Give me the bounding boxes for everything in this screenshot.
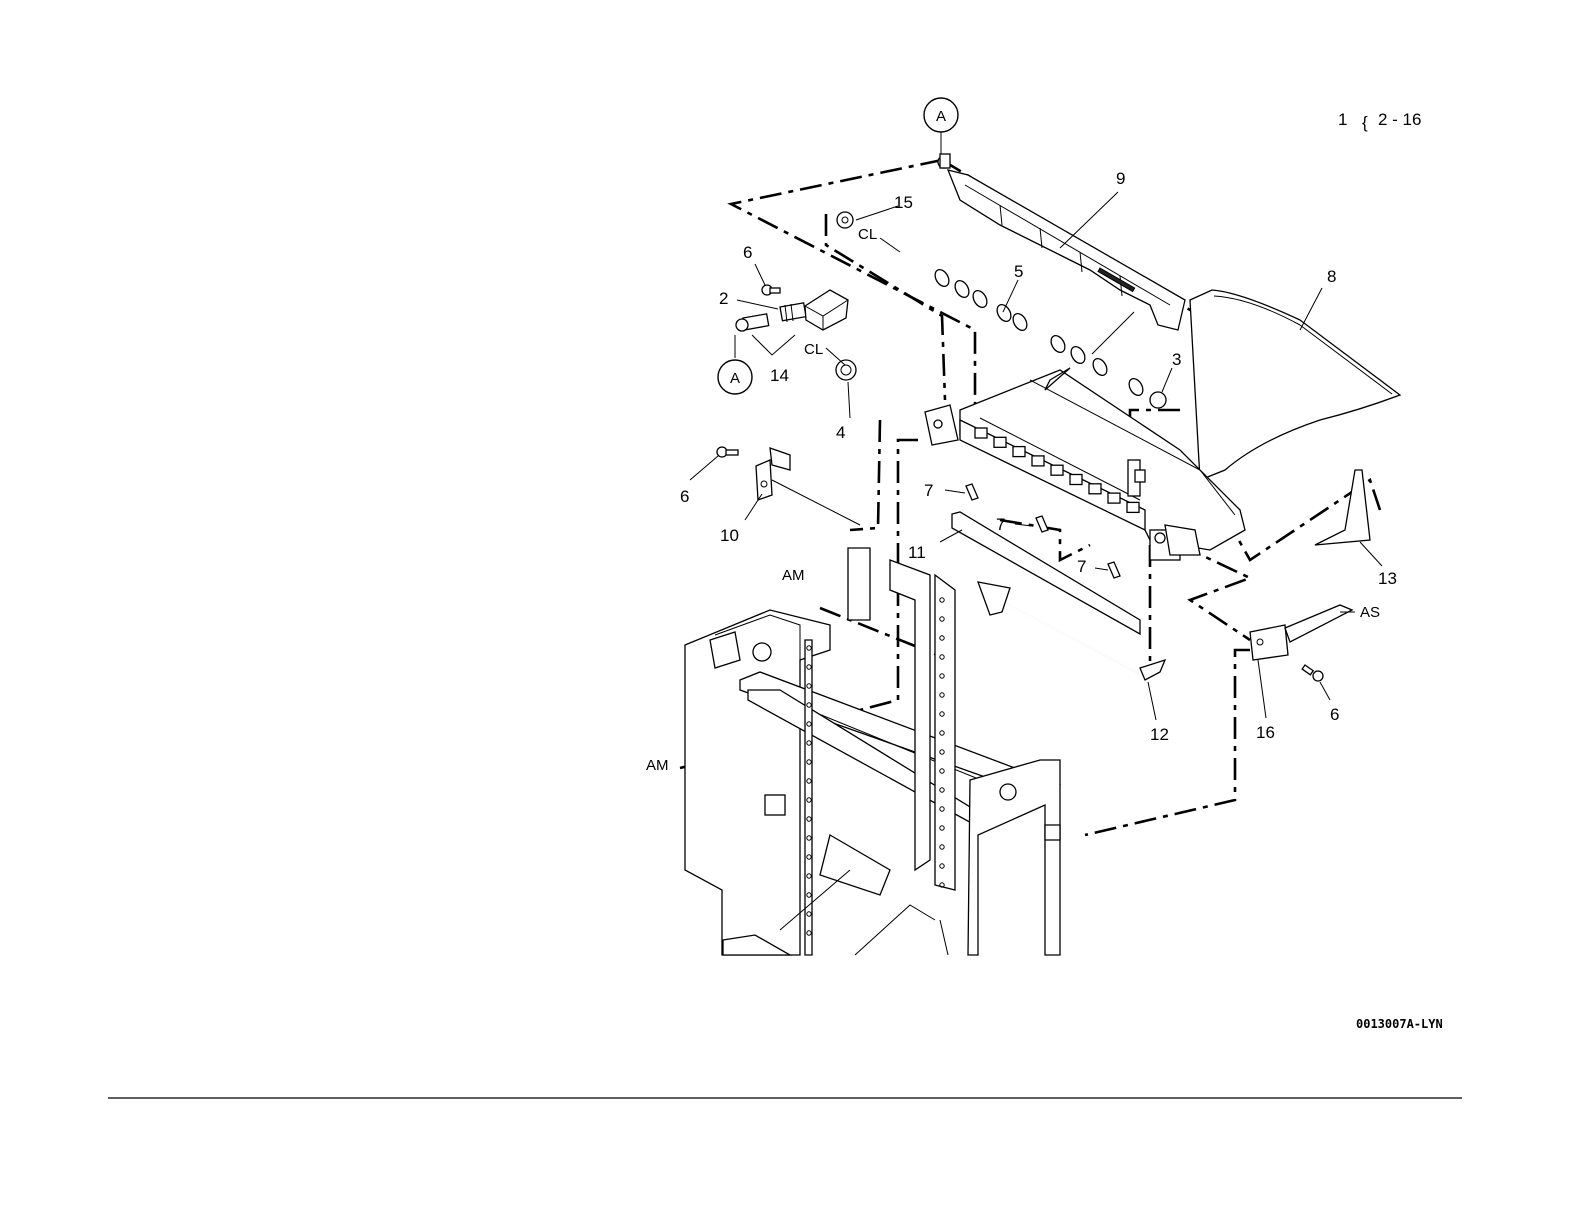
chute-slot [1089,484,1101,494]
part-range-header: 1 { 2 - 16 [1338,110,1421,132]
drive-assembly-part-14 [736,290,848,331]
callout-15: 15 [894,193,913,212]
chute-slot [975,428,987,438]
bracket-part-16 [1250,605,1352,681]
callout-7c: 7 [1077,557,1086,576]
figure-id: 0013007A-LYN [1356,1017,1443,1031]
callout-14: 14 [770,366,789,385]
callout-6a: 6 [743,243,752,262]
finisher-frame [685,548,1060,955]
gear-part-4 [836,360,856,380]
mark-cl-top: CL [858,226,877,243]
roller [932,267,951,289]
callout-6c: 6 [1330,705,1339,724]
mark-as: AS [1360,604,1380,621]
upper-baffle-part-9 [938,154,1185,330]
callout-2: 2 [719,289,728,308]
callout-7a: 7 [924,481,933,500]
range-brace: { [1362,113,1368,132]
callout-4: 4 [836,423,845,442]
callout-12: 12 [1150,725,1169,744]
range-end: 2 - 16 [1378,110,1421,129]
reference-circle-a-top: A [924,98,958,154]
callout-6b: 6 [680,487,689,506]
mark-am-upper: AM [782,567,805,584]
callout-16: 16 [1256,723,1275,742]
svg-text:A: A [936,108,946,125]
svg-text:A: A [730,370,740,387]
callout-5: 5 [1014,262,1023,281]
chute-slot [1032,456,1044,466]
callout-13: 13 [1378,569,1397,588]
callout-7b: 7 [996,515,1005,534]
chute-slot [1051,465,1063,475]
callout-11: 11 [908,543,926,562]
mark-am-lower: AM [646,757,669,774]
range-start: 1 [1338,110,1347,129]
roller [970,288,989,310]
chute-slot [1070,475,1082,485]
chute-slot [1127,502,1139,512]
output-tray-part-8 [1190,290,1400,480]
gear-part-15 [837,212,853,228]
callout-3: 3 [1172,350,1181,369]
callout-9: 9 [1116,169,1125,188]
roller [952,278,971,300]
chute-slot [1108,493,1120,503]
mark-cl-mid: CL [804,341,823,358]
callout-10: 10 [720,526,739,545]
callout-8: 8 [1327,267,1336,286]
reference-circle-a-left: A [718,360,752,394]
bracket-part-10 [717,447,790,500]
screw-part-6-upper [762,285,780,295]
bracket-part-13 [1315,470,1370,545]
chute-slot [994,437,1006,447]
chute-slot [1013,447,1025,457]
